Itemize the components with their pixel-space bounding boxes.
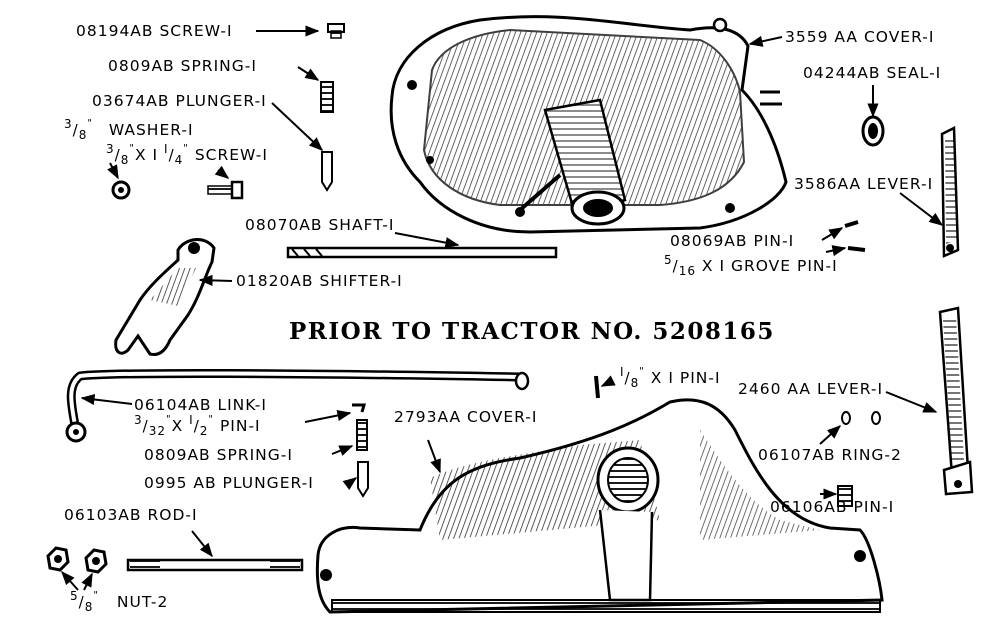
link-06104-drawing [65, 368, 530, 443]
label-shaft-08070: 08070AB SHAFT-I [245, 216, 395, 234]
label-link-06104: 06104AB LINK-I [134, 396, 267, 414]
label-washer: 3/8" WASHER-I [64, 117, 194, 143]
label-ring-06107: 06107AB RING-2 [758, 446, 902, 464]
label-seal-04244: 04244AB SEAL-I [803, 64, 942, 82]
washer-fraction: 3/8 [64, 117, 88, 143]
diagram-heading: PRIOR TO TRACTOR NO. 5208165 [289, 318, 775, 345]
label-spring-0809-top: 0809AB SPRING-I [108, 57, 257, 75]
label-pin-eighth: I/8" X I PIN-I [620, 365, 721, 391]
label-nut: 5/8" NUT-2 [70, 589, 169, 615]
cover-2793-drawing [315, 398, 884, 614]
nuts-drawing [46, 546, 108, 574]
label-rod-06103: 06103AB ROD-I [64, 506, 198, 524]
leader-lines [61, 25, 944, 591]
label-cover-3559: 3559 AA COVER-I [785, 28, 935, 46]
rod-06103-drawing [126, 558, 304, 572]
right-top-parts [844, 115, 960, 258]
label-pin-06106: 06106AB PIN-I [770, 498, 895, 516]
cover-3559-drawing [389, 15, 788, 234]
shifter-01820-drawing [114, 238, 216, 356]
small-parts-top-left [111, 23, 345, 200]
label-plunger-0995: 0995 AB PLUNGER-I [144, 474, 314, 492]
label-shifter-01820: 01820AB SHIFTER-I [236, 272, 403, 290]
shaft-08070-drawing [286, 246, 558, 259]
right-bottom-parts [837, 306, 974, 507]
label-lever-3586: 3586AA LEVER-I [794, 175, 934, 193]
label-screw-small: 3/8"X I I/4" SCREW-I [106, 142, 268, 168]
label-lever-2460: 2460 AA LEVER-I [738, 380, 884, 398]
label-pin-08069: 08069AB PIN-I [670, 232, 795, 250]
label-screw-08194: 08194AB SCREW-I [76, 22, 233, 40]
label-pin-small: 3/32"X I/2" PIN-I [134, 413, 261, 439]
label-grove-pin: 5/16 X I GROVE PIN-I [664, 253, 838, 278]
label-spring-0809-bottom: 0809AB SPRING-I [144, 446, 293, 464]
washer-text: WASHER-I [108, 121, 194, 140]
label-plunger-03674: 03674AB PLUNGER-I [92, 92, 267, 110]
small-parts-middle [352, 375, 600, 498]
label-cover-2793: 2793AA COVER-I [394, 408, 538, 426]
